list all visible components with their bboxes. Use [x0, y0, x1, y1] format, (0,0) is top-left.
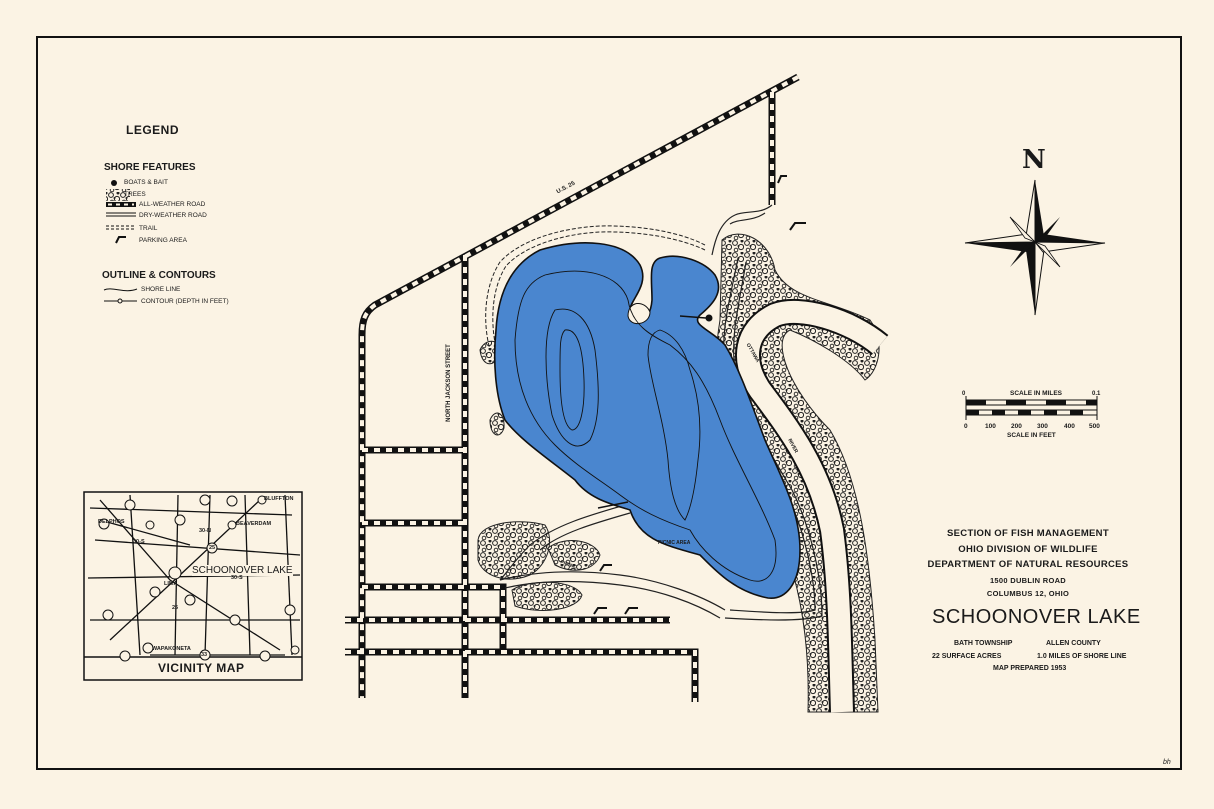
- scale-feet-tick-200: 200: [1011, 423, 1022, 430]
- inset-route-25: 25: [209, 545, 216, 551]
- inset-town-beaverdam: BEAVERDAM: [236, 521, 272, 527]
- scale-feet-tick-400: 400: [1064, 423, 1075, 430]
- legend-parking-area: PARKING AREA: [139, 237, 187, 244]
- outline-contours-heading: OUTLINE & CONTOURS: [102, 270, 216, 281]
- legend-dry-weather-road: DRY-WEATHER ROAD: [139, 212, 207, 219]
- street-label: NORTH JACKSON STREET: [445, 344, 452, 422]
- inset-town-bluffton: BLUFFTON: [264, 496, 294, 502]
- info-address-1: 1500 DUBLIN ROAD: [989, 576, 1067, 585]
- inset-town-delphos: DELPHOS: [98, 519, 125, 525]
- scale-feet-tick-500: 500: [1089, 423, 1100, 430]
- scale-miles-tick-0: 0: [962, 391, 966, 397]
- scale-feet-label: SCALE IN FEET: [1007, 432, 1056, 439]
- depth-contours: [514, 270, 777, 582]
- info-address-2: COLUMBUS 12, OHIO: [986, 589, 1070, 598]
- scale-feet-tick-300: 300: [1037, 423, 1048, 430]
- info-county: ALLEN COUNTY: [1046, 640, 1101, 647]
- inset-town-lima: LIMA: [164, 581, 178, 587]
- signature-initials: bh: [1163, 759, 1171, 766]
- shore-features-heading: SHORE FEATURES: [104, 162, 196, 173]
- inset-town-wapakoneta: WAPAKONETA: [152, 646, 191, 652]
- inset-route-30s-2: 30-S: [231, 575, 243, 581]
- trails: [485, 225, 706, 351]
- inset-lake-label: SCHOONOVER LAKE: [192, 565, 293, 576]
- info-line-3: DEPARTMENT OF NATURAL RESOURCES: [927, 559, 1129, 570]
- info-line-2: OHIO DIVISION OF WILDLIFE: [958, 544, 1098, 555]
- inset-route-25-2: 25: [172, 605, 179, 611]
- compass-rose: [964, 179, 1106, 316]
- info-acres: 22 SURFACE ACRES: [932, 653, 1002, 660]
- legend-boats-bait: BOATS & BAIT: [124, 179, 168, 186]
- scale-miles-label: SCALE IN MILES: [1010, 390, 1063, 397]
- info-township: BATH TOWNSHIP: [954, 640, 1013, 647]
- picnic-area-label-1: PICNIC AREA: [658, 540, 691, 546]
- parking-areas: [593, 175, 806, 615]
- legend-trees: TREES: [124, 191, 146, 198]
- vicinity-map: [83, 491, 303, 681]
- legend-symbols: [103, 180, 138, 304]
- legend-trail: TRAIL: [139, 225, 158, 232]
- lake-name-title: SCHOONOVER LAKE: [932, 606, 1141, 628]
- boats-and-bait-marker: [705, 314, 713, 322]
- scale-feet-tick-0: 0: [964, 423, 968, 430]
- info-line-1: SECTION OF FISH MANAGEMENT: [947, 528, 1109, 539]
- legend-contour: CONTOUR (DEPTH IN FEET): [141, 298, 229, 305]
- inset-route-30s: 30-S: [133, 539, 145, 545]
- map-frame: [36, 36, 1182, 770]
- north-label: N: [1022, 145, 1046, 175]
- inset-route-30n: 30-N: [199, 528, 211, 534]
- info-shoreline: 1.0 MILES OF SHORE LINE: [1037, 653, 1127, 660]
- scale-miles-tick-1: 0.1: [1092, 391, 1101, 397]
- legend-all-weather-road: ALL-WEATHER ROAD: [139, 201, 206, 208]
- info-prepared: MAP PREPARED 1953: [993, 665, 1067, 672]
- legend-shore-line: SHORE LINE: [141, 286, 181, 293]
- legend-title: LEGEND: [126, 123, 180, 137]
- inset-route-33: 33: [201, 652, 208, 658]
- scale-feet-tick-100: 100: [985, 423, 996, 430]
- vicinity-map-title: VICINITY MAP: [158, 661, 245, 675]
- scale-bars: [965, 396, 1098, 420]
- all-weather-roads: [345, 73, 800, 702]
